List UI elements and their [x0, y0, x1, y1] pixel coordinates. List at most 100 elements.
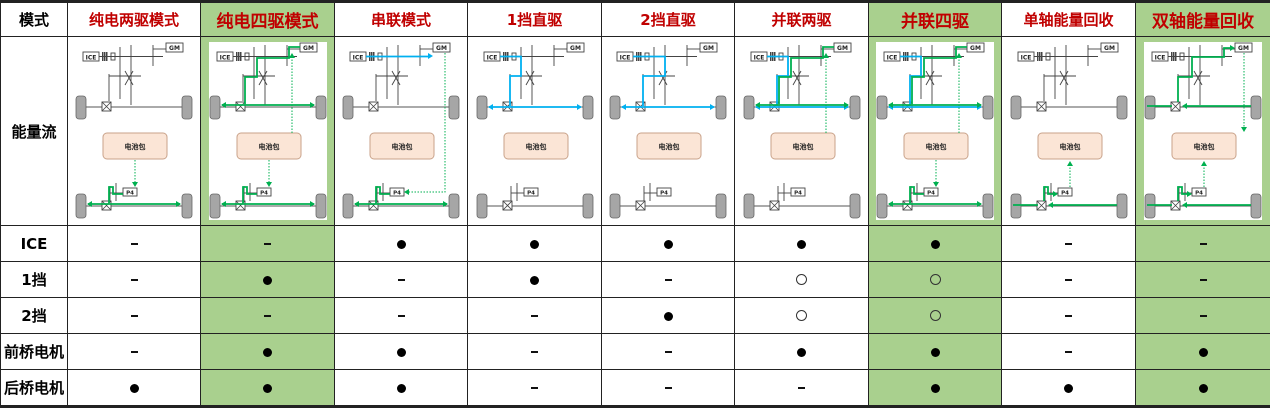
rear-right-wheel — [982, 193, 994, 219]
filled-circle-icon — [663, 311, 673, 321]
flow-arrow — [822, 53, 829, 58]
row-label: 1挡 — [0, 261, 68, 298]
filled-circle-icon — [396, 239, 406, 249]
electric-flow-front — [777, 46, 834, 104]
dash-icon — [664, 386, 672, 390]
flow-arrow — [428, 53, 433, 59]
front-right-wheel — [315, 95, 326, 120]
rear-left-wheel — [476, 193, 487, 219]
gm-label: GM — [1238, 45, 1249, 52]
table-cell — [200, 369, 335, 408]
dash-icon — [1065, 242, 1072, 246]
rear-right-wheel — [1116, 193, 1127, 219]
front-left-wheel — [75, 95, 87, 120]
filled-circle-icon — [663, 239, 673, 249]
dash-icon — [130, 242, 138, 246]
battery-pack — [1171, 132, 1237, 160]
front-right-wheel — [715, 95, 727, 120]
ice-label: ICE — [219, 54, 230, 61]
table-cell — [1001, 333, 1136, 370]
filled-circle-icon — [263, 275, 272, 285]
flow-arrow — [977, 102, 982, 108]
electric-flow-rear — [909, 186, 924, 203]
flow-arrow — [288, 53, 295, 58]
flow-arrow — [309, 201, 315, 207]
regen-flow-rear-gear — [1042, 186, 1056, 201]
p4-label: P4 — [660, 190, 668, 196]
table-cell — [601, 333, 735, 370]
mode-header-1: 纯电两驱模式 — [67, 0, 201, 37]
gm-label: GM — [703, 45, 714, 52]
p4-label: P4 — [1195, 190, 1203, 196]
regen-flow-rear-gear — [1177, 186, 1190, 201]
table-cell — [601, 297, 735, 334]
mode-header-4: 1挡直驱 — [467, 0, 602, 37]
electric-flow-rear — [108, 186, 123, 203]
filled-circle-icon — [530, 239, 539, 249]
dash-icon — [531, 386, 538, 390]
table-cell — [200, 261, 335, 298]
table-cell — [467, 369, 602, 408]
table-cell — [734, 261, 869, 298]
gm-label: GM — [303, 45, 314, 52]
table-cell — [1001, 225, 1136, 262]
filled-circle-icon — [797, 347, 806, 357]
ice-label: ICE — [1020, 54, 1031, 61]
front-left-wheel — [476, 95, 487, 120]
regen-flow-front-gear — [1177, 47, 1233, 102]
table-cell — [467, 333, 602, 370]
rear-right-wheel — [1250, 193, 1262, 219]
table-cell — [67, 297, 201, 334]
table-cell — [868, 369, 1002, 408]
p4-label: P4 — [794, 190, 802, 196]
p4-label: P4 — [1061, 190, 1069, 196]
gm-box — [432, 42, 451, 53]
table-cell — [67, 261, 201, 298]
table-cell — [868, 261, 1002, 298]
front-left-wheel — [609, 95, 621, 120]
table-cell — [67, 333, 201, 370]
dash-icon — [264, 242, 271, 246]
front-right-wheel — [582, 95, 593, 120]
flow-arrow — [843, 102, 849, 108]
filled-circle-icon — [797, 239, 806, 249]
gm-box — [1234, 42, 1253, 53]
rear-left-wheel — [75, 193, 87, 219]
gm-label: GM — [570, 45, 581, 52]
flow-arrow — [132, 182, 138, 187]
flow-arrow — [220, 102, 226, 108]
table-cell — [734, 225, 869, 262]
dash-icon — [798, 386, 805, 390]
hollow-circle-icon — [929, 273, 941, 285]
flow-arrow — [176, 201, 181, 207]
flow-arrow — [888, 201, 893, 207]
table-cell — [868, 225, 1002, 262]
filled-circle-icon — [263, 347, 272, 357]
table-row: 1挡 — [0, 261, 1270, 298]
mode-header-8: 单轴能量回收 — [1001, 0, 1136, 37]
flow-arrow — [1052, 191, 1058, 197]
dash-icon — [1065, 278, 1072, 282]
front-left-wheel — [1010, 95, 1021, 120]
table-cell — [1135, 297, 1270, 334]
rear-left-wheel — [743, 193, 754, 219]
table-cell — [200, 297, 335, 334]
gearbox-structure — [99, 45, 166, 105]
gm-label: GM — [970, 45, 981, 52]
gm-box — [165, 42, 184, 53]
dash-icon — [397, 278, 405, 282]
table-cell — [67, 225, 201, 262]
engine-flow-front — [766, 55, 789, 106]
p4-label: P4 — [927, 190, 935, 196]
p4-box — [1191, 187, 1207, 197]
front-left-wheel — [876, 95, 888, 120]
